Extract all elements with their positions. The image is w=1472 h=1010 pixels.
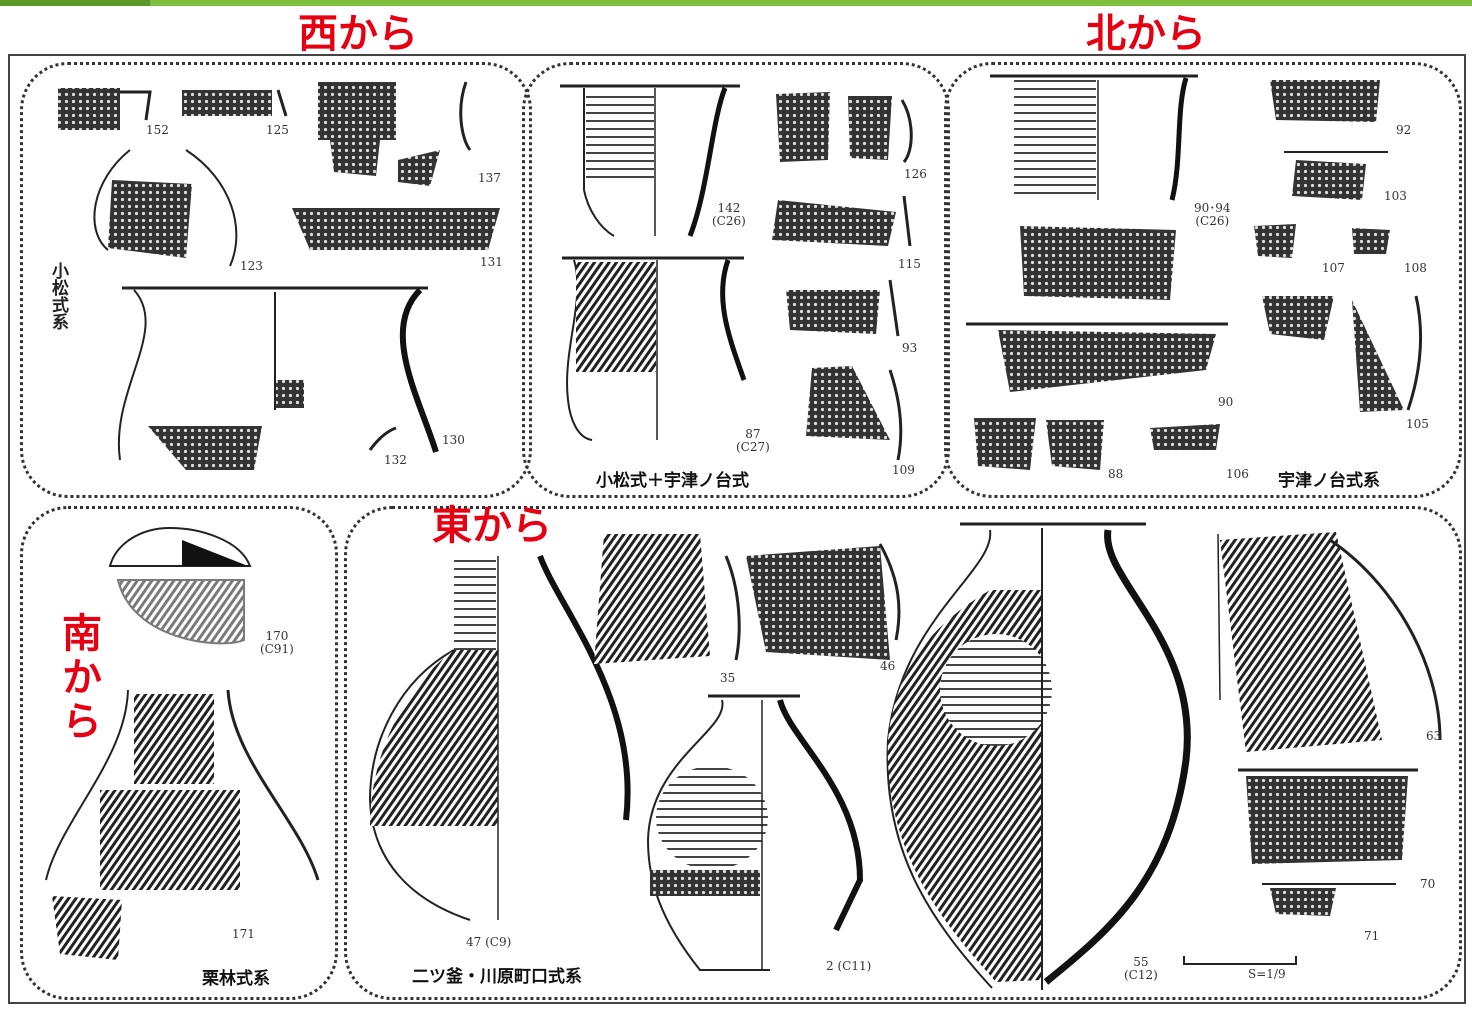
group-south-kuribayashi	[20, 506, 338, 1000]
vessel-115	[772, 195, 912, 247]
vessel-137	[318, 81, 472, 186]
label-from-east: 東から	[432, 503, 552, 549]
fig-126: 126	[904, 167, 927, 181]
fig-142: 142 (C26)	[712, 201, 746, 228]
fig-93: 93	[902, 341, 918, 355]
fig-108: 108	[1404, 261, 1427, 275]
fig-152: 152	[146, 123, 169, 137]
fig-2: 2 (C11)	[826, 959, 872, 973]
vessel-71	[1262, 883, 1396, 916]
vessel-46	[746, 543, 901, 660]
caption-utsunodai: 宇津ノ台式系	[1278, 471, 1380, 491]
caption-komatsu: 小松式系	[48, 262, 68, 330]
fig-137: 137	[478, 171, 501, 185]
fig-92: 92	[1396, 123, 1412, 137]
caption-kuribayashi: 栗林式系	[202, 969, 270, 989]
fig-70: 70	[1420, 877, 1436, 891]
vessel-47	[368, 554, 631, 921]
vessel-152	[58, 88, 152, 130]
fig-90-94: 90･94 (C26)	[1194, 201, 1231, 228]
fig-106: 106	[1226, 467, 1249, 481]
vessel-170	[108, 526, 252, 645]
fig-132: 132	[384, 453, 407, 467]
fig-131: 131	[480, 255, 503, 269]
fig-123: 123	[240, 259, 263, 273]
fig-103: 103	[1384, 189, 1407, 203]
caption-futatsugama: 二ツ釜・川原町口式系	[412, 967, 582, 987]
vessel-90-94	[990, 74, 1198, 300]
fig-107: 107	[1322, 261, 1345, 275]
fig-35: 35	[720, 671, 736, 685]
label-from-west: 西から	[298, 11, 418, 57]
vessel-125	[182, 89, 288, 117]
vessel-55	[886, 522, 1191, 990]
vessel-103	[1284, 151, 1388, 200]
vessel-107	[1254, 224, 1390, 258]
top-bar-tab	[0, 0, 150, 6]
vessel-142	[560, 84, 740, 237]
vessel-92	[1270, 80, 1380, 122]
fig-109: 109	[892, 463, 915, 477]
vessel-105	[1262, 295, 1423, 412]
fig-170: 170 (C91)	[260, 629, 294, 656]
group-north-utsunodai	[944, 62, 1462, 498]
vessel-130	[117, 286, 439, 461]
fig-125: 125	[266, 123, 289, 137]
fig-63: 63	[1426, 729, 1442, 743]
fig-115: 115	[898, 257, 921, 271]
figure-frame	[8, 54, 1466, 1004]
vessel-132	[148, 426, 397, 470]
fig-55: 55 (C12)	[1124, 955, 1158, 982]
fig-90: 90	[1218, 395, 1234, 409]
group-komatsu-utsunodai	[522, 62, 950, 498]
caption-komatsu-utsunodai: 小松式＋宇津ノ台式	[596, 471, 749, 491]
vessel-63	[1217, 532, 1442, 752]
vessel-35	[594, 534, 741, 664]
vessel-131	[292, 208, 500, 250]
fig-130: 130	[442, 433, 465, 447]
scale-bar	[1183, 956, 1297, 965]
vessel-171	[45, 689, 320, 960]
vessel-90	[966, 322, 1228, 392]
vessel-93	[786, 279, 900, 337]
vessel-88	[974, 418, 1220, 470]
fig-71: 71	[1364, 929, 1380, 943]
group-west-komatsu	[20, 62, 532, 498]
vessel-70	[1238, 768, 1418, 864]
vessel-123	[93, 149, 238, 267]
vessel-87	[562, 256, 747, 441]
fig-105: 105	[1406, 417, 1429, 431]
group-east-futatsugama	[344, 506, 1462, 1000]
fig-88: 88	[1108, 467, 1124, 481]
top-bar	[0, 0, 1472, 6]
vessel-109	[806, 366, 903, 461]
label-from-north: 北から	[1086, 11, 1206, 57]
label-from-south: 南から	[55, 612, 101, 744]
scale-label: S=1/9	[1248, 967, 1286, 981]
fig-171: 171	[232, 927, 255, 941]
fig-47: 47 (C9)	[466, 935, 512, 949]
fig-46: 46	[880, 659, 896, 673]
vessel-126	[776, 92, 913, 163]
fig-87: 87 (C27)	[736, 427, 770, 454]
vessel-2	[646, 694, 864, 971]
